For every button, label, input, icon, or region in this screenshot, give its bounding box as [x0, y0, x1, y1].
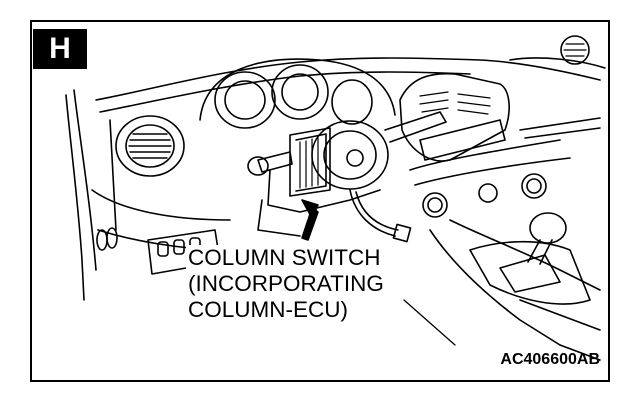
callout-line-1: COLUMN SWITCH: [188, 245, 381, 270]
callout-line-3: COLUMN-ECU): [188, 297, 348, 322]
left-vent-fins: [128, 133, 172, 159]
component-callout: COLUMN SWITCH (INCORPORATING COLUMN-ECU): [186, 245, 386, 323]
column-switch-ribs: [299, 137, 319, 189]
panel-letter-badge: H: [33, 29, 87, 69]
callout-line-2: (INCORPORATING: [188, 271, 384, 296]
figure-code: AC406600AB: [500, 351, 600, 368]
center-vent-fins: [419, 91, 491, 115]
